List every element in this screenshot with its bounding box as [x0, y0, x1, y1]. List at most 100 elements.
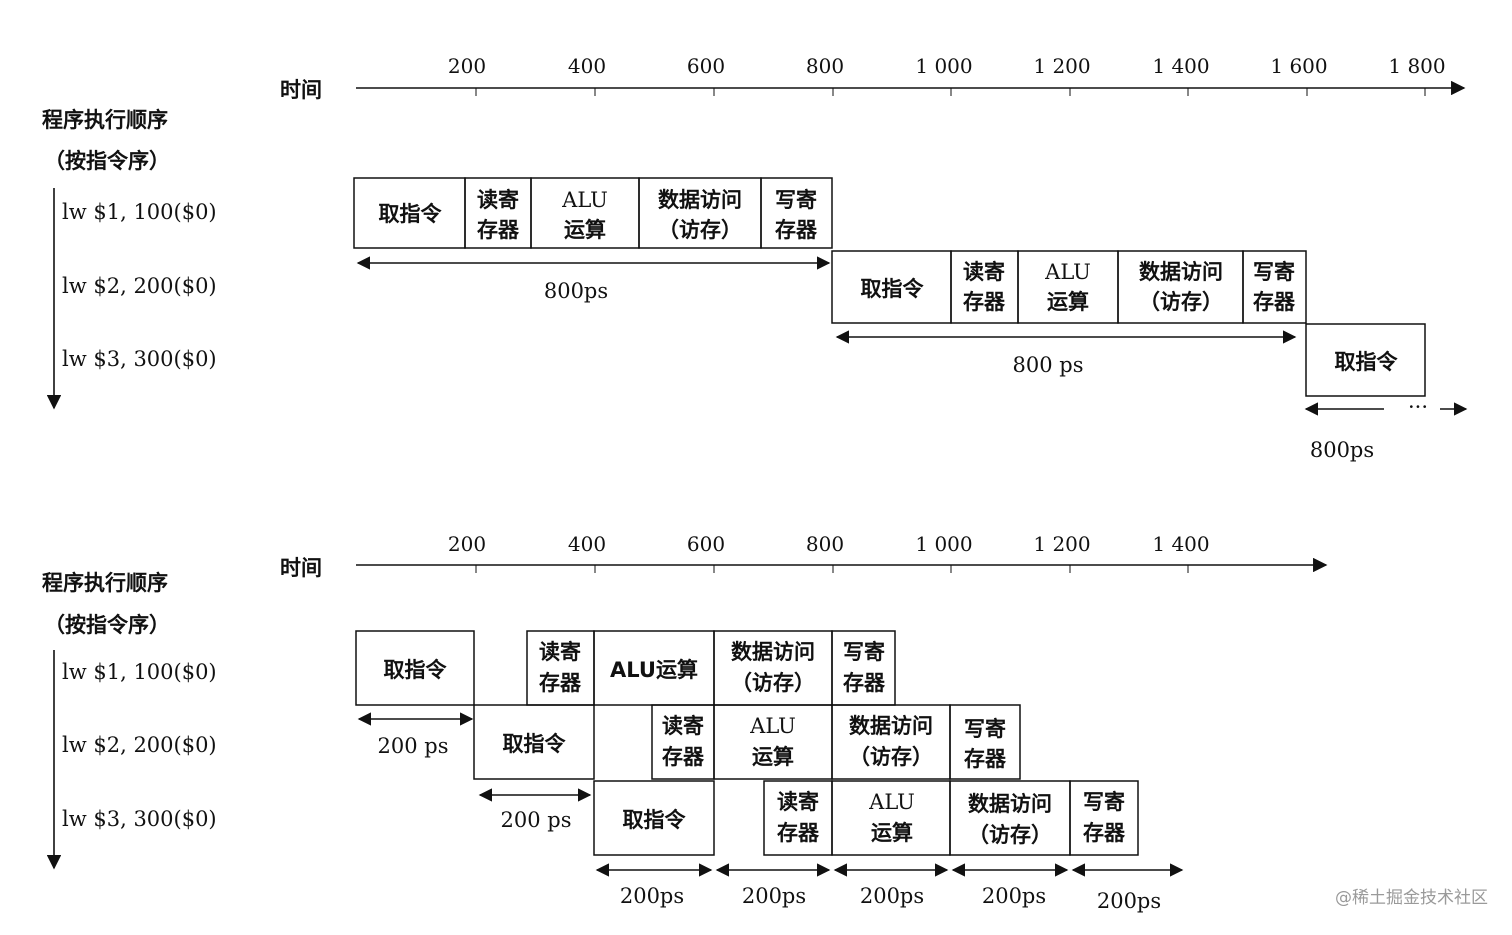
top-order-subtitle: （按指令序）	[44, 149, 170, 173]
top-instr1-stages: 取指令 读寄 存器 ALU 运算 数据访问 （访存） 写寄 存器	[353, 177, 833, 249]
stage-duration-label: 200ps	[620, 884, 684, 908]
stage-write-label-2: 存器	[1253, 290, 1296, 314]
stage-write-label-1: 写寄	[1083, 790, 1125, 814]
bottom-instr1-stages: 取指令 读寄 存器 ALU运算 数据访问 （访存） 写寄 存器	[355, 630, 896, 706]
top-tick-label: 1 200	[1033, 54, 1090, 78]
top-ticks: 200 400 600 800 1 000 1 200 1 400 1 600 …	[448, 54, 1446, 96]
stage-mem-label-1: 数据访问	[1139, 260, 1223, 284]
bottom-instr2-stages: 取指令 读寄 存器 ALU 运算 数据访问 （访存） 写寄 存器	[473, 704, 1021, 780]
stage-duration-label: 200ps	[982, 884, 1046, 908]
stage-read-label-2: 存器	[662, 745, 705, 769]
top-instr2-stages: 取指令 读寄 存器 ALU 运算 数据访问 （访存） 写寄 存器	[831, 250, 1307, 324]
stage-alu-label-2: 运算	[752, 745, 794, 769]
stage-fetch-label: 取指令	[623, 808, 687, 832]
bottom-instruction-3: lw $3, 300($0)	[62, 807, 217, 831]
stage-alu-label-1: ALU	[749, 714, 796, 738]
bottom-tick-label: 200	[448, 532, 486, 556]
bottom-ticks: 200 400 600 800 1 000 1 200 1 400	[448, 532, 1210, 573]
bottom-instruction-1: lw $1, 100($0)	[62, 660, 217, 684]
stage-read-label-1: 读寄	[777, 790, 819, 814]
bottom-tick-label: 1 400	[1152, 532, 1209, 556]
stage-mem-label-1: 数据访问	[731, 640, 815, 664]
stage-read-label-2: 存器	[539, 671, 582, 695]
stage-alu-label-full: ALU运算	[610, 658, 698, 682]
stage-duration-label: 200ps	[1097, 889, 1161, 913]
bottom-tick-label: 1 000	[915, 532, 972, 556]
stage-mem-label-2: （访存）	[658, 218, 742, 242]
stage-alu-label-1: ALU	[868, 790, 915, 814]
bottom-duration-label-1: 200 ps	[378, 734, 449, 758]
stage-fetch-label: 取指令	[379, 202, 443, 226]
top-duration-label-3: 800ps	[1310, 438, 1374, 462]
stage-read-label-2: 存器	[777, 821, 820, 845]
stage-read-label-2: 存器	[963, 290, 1006, 314]
top-tick-label: 1 600	[1270, 54, 1327, 78]
stage-write-label-2: 存器	[1083, 821, 1126, 845]
stage-write-label-2: 存器	[964, 747, 1007, 771]
stage-mem-label-1: 数据访问	[849, 714, 933, 738]
bottom-tick-label: 400	[568, 532, 606, 556]
stage-box-fetch	[1305, 323, 1426, 397]
stage-mem-label-2: （访存）	[849, 745, 933, 769]
stage-box-write	[949, 704, 1021, 780]
bottom-tick-label: 800	[806, 532, 844, 556]
top-instruction-1: lw $1, 100($0)	[62, 200, 217, 224]
bottom-instr3-stages: 取指令 读寄 存器 ALU 运算 数据访问 （访存） 写寄 存器	[593, 780, 1139, 856]
bottom-stage-duration-arrows: 200ps 200ps 200ps 200ps 200ps	[595, 863, 1184, 913]
top-time-label: 时间	[280, 78, 322, 102]
stage-write-label-2: 存器	[775, 218, 818, 242]
stage-duration-label: 200ps	[742, 884, 806, 908]
top-tick-label: 1 800	[1388, 54, 1445, 78]
top-tick-label: 1 400	[1152, 54, 1209, 78]
stage-mem-label-2: （访存）	[731, 671, 815, 695]
stage-box-write	[1069, 780, 1139, 856]
stage-fetch-label: 取指令	[1335, 350, 1399, 374]
stage-write-label-1: 写寄	[775, 188, 817, 212]
bottom-order-title: 程序执行顺序	[42, 571, 168, 595]
stage-alu-label-1: ALU	[561, 188, 608, 212]
stage-box-fetch	[473, 704, 595, 780]
top-tick-label: 200	[448, 54, 486, 78]
stage-read-label-1: 读寄	[963, 260, 1005, 284]
top-tick-label: 800	[806, 54, 844, 78]
bottom-duration-label-2: 200 ps	[501, 808, 572, 832]
stage-read-label-2: 存器	[477, 218, 520, 242]
top-order-title: 程序执行顺序	[42, 108, 168, 132]
stage-box-fetch	[355, 630, 475, 706]
top-tick-label: 400	[568, 54, 606, 78]
top-instruction-2: lw $2, 200($0)	[62, 274, 217, 298]
stage-alu-label-1: ALU	[1044, 260, 1091, 284]
watermark: @稀土掘金技术社区	[1335, 888, 1488, 908]
bottom-tick-label: 600	[687, 532, 725, 556]
stage-alu-label-2: 运算	[564, 218, 606, 242]
top-instruction-3: lw $3, 300($0)	[62, 347, 217, 371]
stage-duration-label: 200ps	[860, 884, 924, 908]
stage-alu-label-2: 运算	[871, 821, 913, 845]
bottom-time-label: 时间	[280, 556, 322, 580]
stage-write-label-1: 写寄	[964, 717, 1006, 741]
stage-fetch-label: 取指令	[861, 277, 925, 301]
stage-box-fetch	[593, 780, 715, 856]
stage-mem-label-2: （访存）	[1139, 290, 1223, 314]
stage-fetch-label: 取指令	[384, 658, 448, 682]
stage-mem-label-1: 数据访问	[658, 188, 742, 212]
stage-box-write	[760, 177, 833, 249]
stage-mem-label-1: 数据访问	[968, 792, 1052, 816]
top-ellipsis: ···	[1408, 395, 1428, 419]
top-diagram: 时间 200 400 600 800 1 000 1 200 1 400 1 6…	[42, 54, 1468, 462]
stage-mem-label-2: （访存）	[968, 823, 1052, 847]
stage-box-write	[1242, 250, 1307, 324]
stage-write-label-1: 写寄	[1253, 260, 1295, 284]
top-tick-label: 600	[687, 54, 725, 78]
stage-read-label-1: 读寄	[662, 714, 704, 738]
stage-read-label-1: 读寄	[539, 640, 581, 664]
stage-write-label-2: 存器	[843, 671, 886, 695]
top-duration-label-2: 800 ps	[1013, 353, 1084, 377]
stage-write-label-1: 写寄	[843, 640, 885, 664]
top-tick-label: 1 000	[915, 54, 972, 78]
stage-read-label-1: 读寄	[477, 188, 519, 212]
stage-fetch-label: 取指令	[503, 732, 567, 756]
bottom-diagram: 时间 200 400 600 800 1 000 1 200 1 400 程序执…	[42, 532, 1328, 913]
